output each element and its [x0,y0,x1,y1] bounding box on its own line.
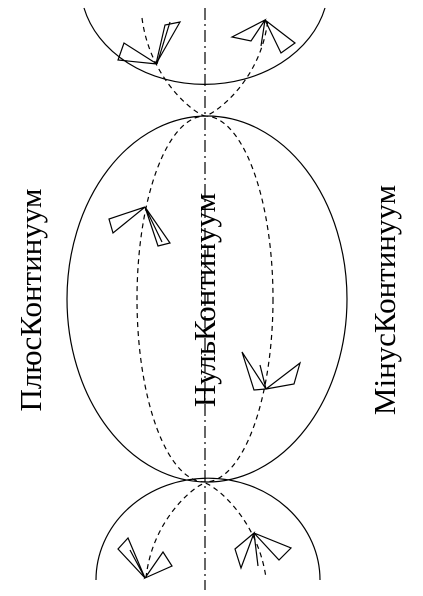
plus-continuum-label: ПлюсКонтинуум [13,189,48,412]
bottom-dashed-meridian [145,482,267,579]
top-ellipse-arc [83,7,326,86]
spin-arrow-bottom-right [234,531,293,570]
minus-continuum-label: МінусКонтинуум [367,185,402,415]
bottom-ellipse-arc [95,477,321,581]
spin-arrow-bottom-left [117,536,173,580]
spin-arrow-mid-right [241,351,302,391]
central-dashed-meridian [136,115,274,483]
spin-arrow-top-right [230,18,297,54]
spin-arrow-mid-left [108,206,171,247]
null-continuum-label: НульКонтинуум [187,193,222,407]
spin-arrow-top-left [117,21,182,65]
